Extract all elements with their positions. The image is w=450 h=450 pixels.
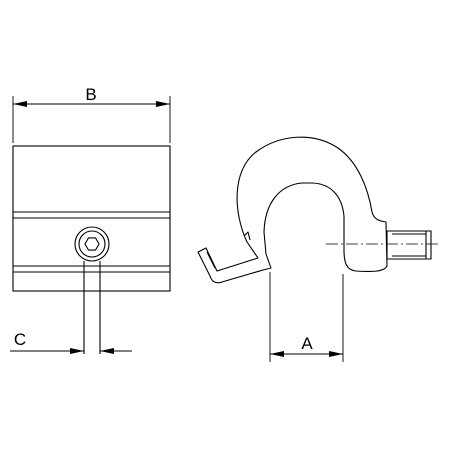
dimension-b-label: B [85,85,96,104]
dimension-c-label: C [14,330,26,349]
screw-outer-ring [74,226,110,262]
hook-inner-contour [243,231,251,241]
arrowhead [13,101,27,107]
arrowhead [100,348,114,354]
side-view [197,136,440,284]
arrowhead [70,348,84,354]
dimension-c [10,348,132,354]
dimension-a [269,272,344,362]
hook-body-outline [197,136,388,284]
screw-head [78,230,106,258]
threaded-stud [386,230,432,260]
arrowhead [270,351,284,357]
arrowhead [156,101,170,107]
dimension-a-label: A [301,334,313,353]
arrowhead [329,351,343,357]
hook-lip-detail [206,251,216,269]
hex-socket-icon [84,237,100,251]
front-view [12,145,171,354]
dimension-b [12,96,171,143]
